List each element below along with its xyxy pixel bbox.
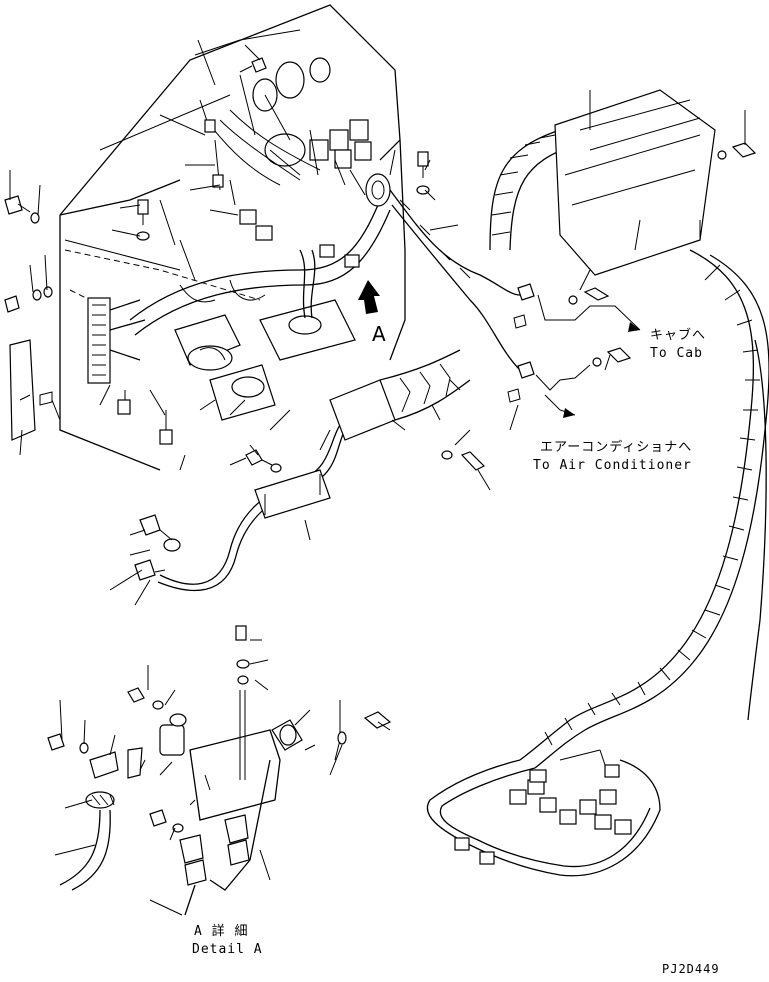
to-ac-label-jp: エアーコンディショナへ [540, 440, 693, 455]
to-ac-label-en: To Air Conditioner [533, 458, 692, 473]
leader-lines [9, 39, 746, 916]
to-cab-label-en: To Cab [650, 346, 703, 361]
cab-cable [389, 189, 641, 418]
spiral-harness [426, 89, 769, 877]
console-body [9, 4, 406, 471]
drawing-code: PJ2D449 [662, 962, 720, 976]
detail-a [47, 625, 392, 916]
detail-a-label-jp: A 詳 細 [194, 924, 249, 939]
view-letter-a: A [372, 322, 387, 346]
to-cab-label-jp: キャブへ [650, 328, 707, 343]
lower-harness [134, 349, 471, 592]
detail-a-label-en: Detail A [192, 942, 263, 957]
bolts-and-washers [4, 57, 757, 473]
